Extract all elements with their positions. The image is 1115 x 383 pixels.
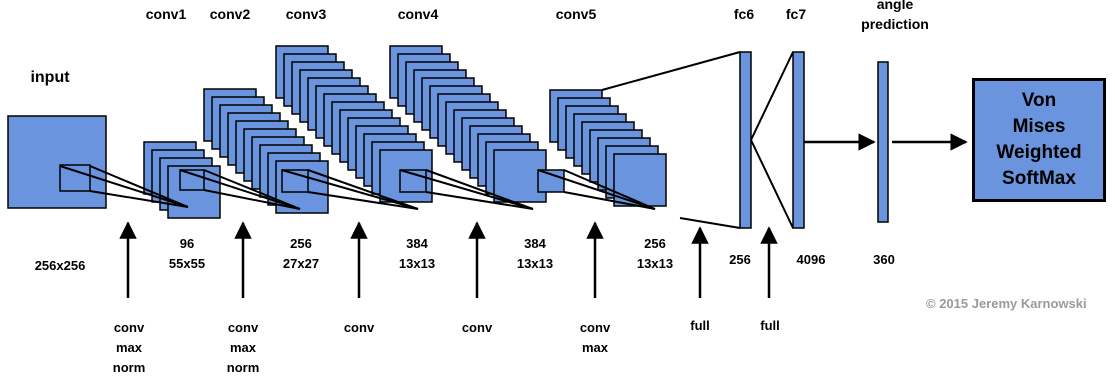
connector-conv5-fc6-top (601, 51, 741, 91)
connector-conv3-mid (425, 169, 534, 210)
connector-conv4-bottom (563, 191, 656, 210)
connector-conv1-bottom (203, 189, 301, 210)
connector-conv2-mid (307, 169, 419, 210)
connector-conv2-bottom (307, 191, 419, 210)
input-kernel-window (59, 164, 91, 192)
operation-label-7: full (760, 318, 780, 333)
layer-label-conv2: conv2 (209, 6, 251, 22)
connector-conv4-top (537, 169, 656, 210)
input-image (7, 115, 107, 209)
layer-label-conv3: conv3 (285, 6, 327, 22)
operation-label-6: full (690, 318, 710, 333)
connector-conv4-mid (563, 169, 656, 210)
copyright-notice: © 2015 Jeremy Karnowski (926, 296, 1087, 311)
connector-input-top (59, 165, 189, 208)
connector-conv5-fc6-bottom (679, 217, 741, 229)
size-fc6: 256 (729, 252, 751, 267)
size-angle: 360 (873, 252, 895, 267)
connector-conv1-mid (203, 169, 301, 210)
connector-conv3-top (399, 169, 534, 210)
connector-fc6-fc7-top (750, 51, 794, 141)
layer-label-input: input (30, 69, 70, 86)
operation-label-4: conv (461, 320, 493, 335)
size-input: 256x256 (34, 258, 86, 273)
fc7-bar (792, 51, 805, 229)
operation-label-3: conv (343, 320, 375, 335)
layer-label-conv5: conv5 (555, 6, 597, 22)
connector-conv2-top (281, 169, 419, 210)
connector-fc6-fc7-bottom (750, 139, 794, 229)
layer-label-conv1: conv1 (145, 6, 187, 22)
layer-label-angle-prediction: angle prediction (861, 0, 929, 32)
fc6-bar (739, 51, 752, 229)
layer-label-fc6: fc6 (733, 6, 755, 22)
layer-label-conv4: conv4 (397, 6, 439, 22)
angle-prediction-bar (877, 61, 889, 223)
connector-conv1-top (179, 169, 301, 210)
size-fc7: 4096 (796, 252, 826, 267)
connector-input-bottom (89, 190, 189, 208)
connector-conv3-bottom (425, 191, 534, 210)
connector-input-mid (89, 165, 189, 208)
layer-label-fc7: fc7 (785, 6, 807, 22)
von-mises-softmax-box: Von Mises Weighted SoftMax (972, 78, 1106, 202)
